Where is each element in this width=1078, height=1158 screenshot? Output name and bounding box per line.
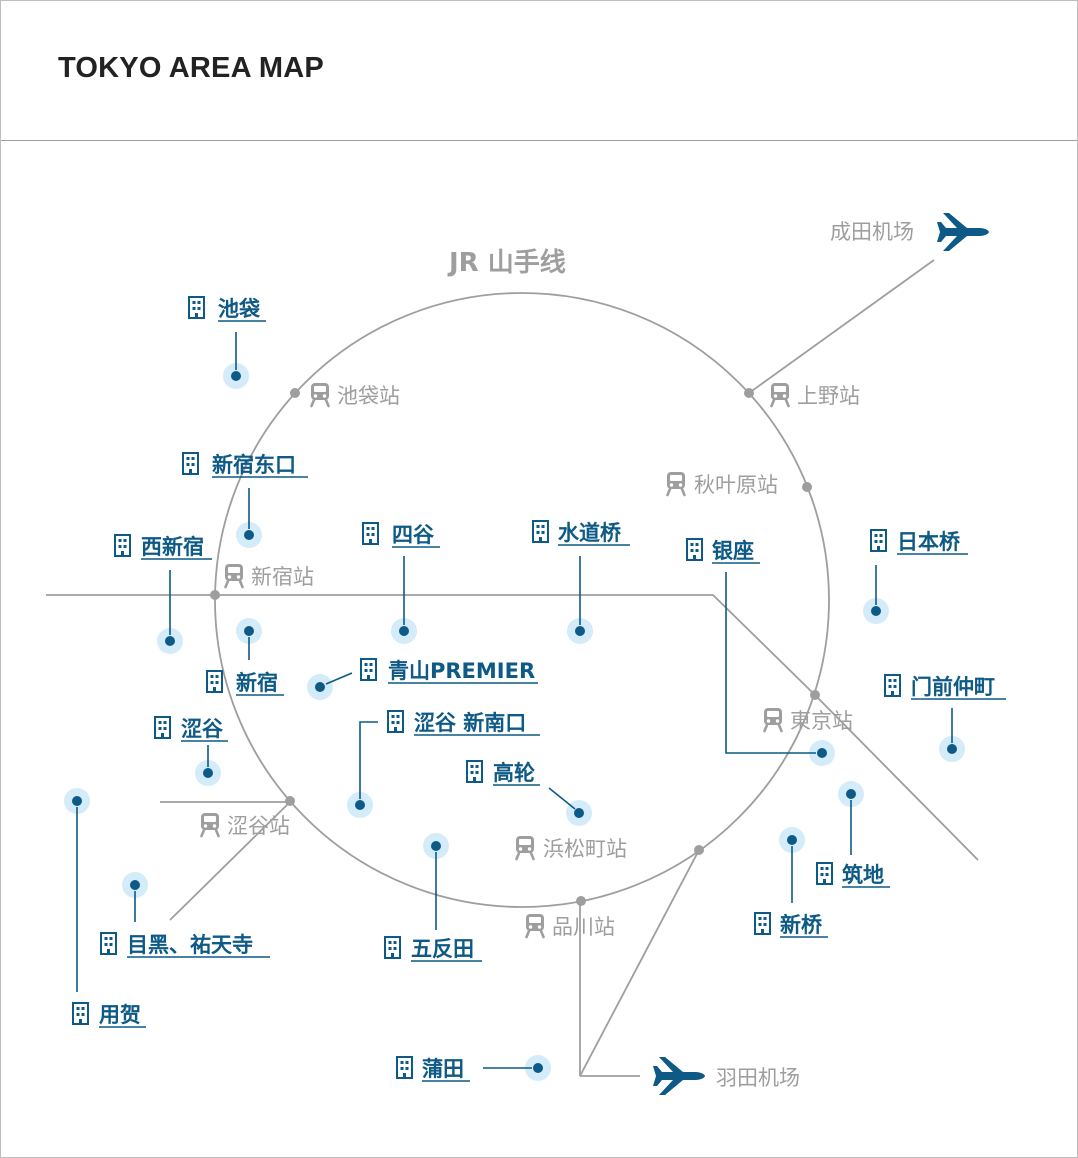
station-label: 上野站 [797,384,860,408]
building-icon [114,534,131,557]
area-ginza[interactable]: 银座 [686,538,835,766]
area-label: 水道桥 [558,521,622,545]
area-kamata[interactable]: 蒲田 [396,1055,551,1082]
area-label: 池袋 [218,297,261,321]
building-icon [396,1056,413,1079]
header: TOKYO AREA MAP [1,1,1077,141]
station-label: 東京站 [790,709,853,733]
airport-narita: 成田机场 [830,213,989,251]
tokyo-southeast-line [814,694,979,861]
area-shimbashi[interactable]: 新桥 [754,827,828,938]
station-tokyo: 東京站 [762,706,853,733]
haneda-line [579,849,700,1077]
area-label: 用贺 [99,1003,141,1027]
airport-haneda: 羽田机场 [653,1057,800,1095]
train-icon [309,381,331,408]
area-ikebukuro[interactable]: 池袋 [188,296,266,389]
station-label: 秋叶原站 [694,473,778,497]
station-ikebukuro: 池袋站 [309,381,400,408]
airplane-icon [653,1057,705,1095]
area-label: 四谷 [392,523,435,547]
area-yotsuya[interactable]: 四谷 [362,522,440,644]
building-icon [154,716,171,739]
area-suidobashi[interactable]: 水道桥 [532,520,630,644]
station-dots [210,388,820,906]
station-shibuya: 涩谷站 [199,811,290,838]
train-icon [514,834,536,861]
station-shinagawa: 品川站 [524,912,615,939]
area-tsukiji[interactable]: 筑地 [816,781,890,888]
area-yoga[interactable]: 用贺 [64,788,146,1028]
station-label: 新宿站 [251,565,314,589]
area-label: 蒲田 [422,1057,464,1081]
building-icon [362,522,379,545]
area-aoyama[interactable]: 青山PREMIER [307,658,538,700]
area-shinjuku[interactable]: 新宿 [206,618,284,696]
airport-label: 成田机场 [830,220,914,244]
area-nishi-shinjuku[interactable]: 西新宿 [114,534,212,654]
area-label: 目黑、祐天寺 [127,933,253,957]
building-icon [870,529,887,552]
station-ueno: 上野站 [769,381,860,408]
building-icon [188,296,205,319]
building-icon [100,932,117,955]
area-meguro[interactable]: 目黑、祐天寺 [100,872,270,958]
station-label: 池袋站 [337,384,400,408]
building-icon [532,520,549,543]
area-shibuya[interactable]: 涩谷 [154,716,228,786]
train-icon [223,562,245,589]
area-gotanda[interactable]: 五反田 [384,833,482,962]
area-label: 筑地 [842,863,884,887]
train-icon [199,811,221,838]
area-label: 五反田 [411,937,474,961]
area-nihonbashi[interactable]: 日本桥 [863,529,968,624]
area-label: 新桥 [780,913,823,937]
yamanote-loop [214,292,830,908]
building-icon [466,760,483,783]
shibuya-southwest-line [169,801,291,921]
area-shibuya-new-south[interactable]: 涩谷 新南口 [347,710,540,818]
area-label: 涩谷 [181,717,224,741]
chuo-line [46,594,816,696]
building-icon [884,674,901,697]
area-takanawa[interactable]: 高轮 [466,760,592,826]
rail-lines [46,259,979,1077]
area-monzen-nakacho[interactable]: 门前仲町 [884,674,1006,762]
station-akihabara: 秋叶原站 [665,470,778,497]
station-label: 浜松町站 [543,837,627,861]
building-icon [816,862,833,885]
building-icon [360,658,377,681]
train-icon [665,470,687,497]
area-label: 青山PREMIER [388,659,535,683]
area-label: 涩谷 新南口 [414,711,526,735]
building-icon [72,1002,89,1025]
narita-line [748,259,935,394]
building-icon [384,936,401,959]
area-label: 新宿 [236,671,278,695]
station-label: 涩谷站 [227,814,290,838]
airport-label: 羽田机场 [716,1066,800,1090]
building-icon [206,670,223,693]
area-label: 高轮 [493,761,535,785]
building-icon [754,912,771,935]
area-label: 西新宿 [141,535,204,559]
yamanote-line-title: JR 山手线 [447,248,566,278]
area-shinjuku-east[interactable]: 新宿东口 [182,452,308,548]
building-icon [686,538,703,561]
area-label: 日本桥 [897,530,961,554]
page-title: TOKYO AREA MAP [58,52,324,84]
building-icon [387,710,404,733]
area-label: 银座 [712,539,754,563]
airplane-icon [937,213,989,251]
area-label: 新宿东口 [212,453,296,477]
train-icon [524,912,546,939]
area-label: 门前仲町 [911,675,995,699]
station-label: 品川站 [552,915,615,939]
station-shinjuku: 新宿站 [223,562,314,589]
train-icon [762,706,784,733]
station-hamamatsucho: 浜松町站 [514,834,627,861]
train-icon [769,381,791,408]
building-icon [182,452,199,475]
